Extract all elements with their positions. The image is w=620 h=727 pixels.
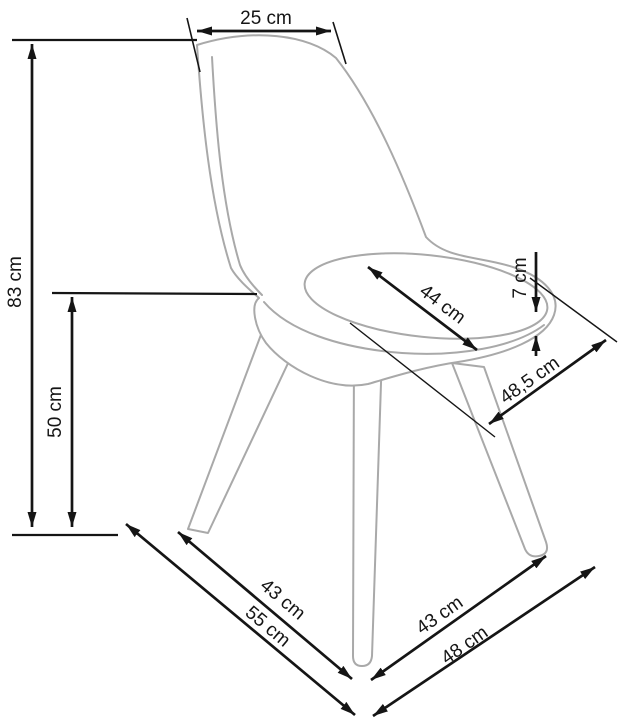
chair-right-leg (451, 362, 549, 558)
dimension-arrow (372, 565, 596, 718)
depth-extension-upper (529, 277, 618, 343)
dimension-arrow (125, 522, 356, 717)
seat-extension-line (51, 291, 258, 296)
cushion-thickness-label: 7 cm (510, 257, 531, 298)
seat-height-label: 50 cm (45, 386, 66, 438)
base-right-outer-label: 48 cm (438, 622, 492, 669)
dim-base-left-inner: 43 cm (177, 530, 353, 681)
chair-backrest-inner-edge (211, 56, 263, 296)
dimension-arrow (367, 265, 478, 352)
extension-tick-right (332, 21, 347, 65)
seat-depth-label: 48,5 cm (496, 353, 563, 409)
dim-total-height: 83 cm (5, 38, 197, 537)
dim-seat-height: 50 cm (45, 291, 258, 527)
depth-extension-lower (349, 322, 496, 438)
chair-illustration (187, 34, 557, 667)
chair-front-leg (352, 349, 383, 667)
dim-back-width: 25 cm (186, 8, 347, 73)
extension-tick-left (186, 17, 201, 73)
total-height-label: 83 cm (5, 256, 26, 308)
dim-base-right-outer: 48 cm (372, 565, 596, 718)
dimension-arrow (177, 530, 353, 681)
back-width-label: 25 cm (240, 8, 292, 29)
chair-left-leg (187, 331, 299, 534)
dim-base-left-outer: 55 cm (125, 522, 356, 717)
dimension-arrow (488, 338, 607, 426)
